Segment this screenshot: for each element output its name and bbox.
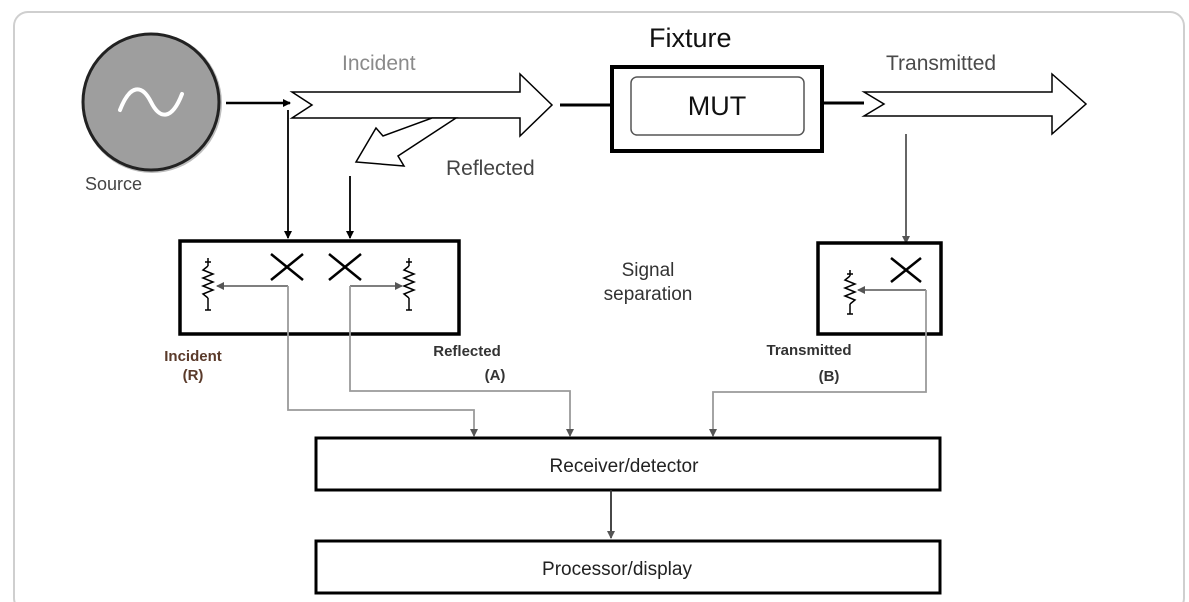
transmission-coupler-box (816, 241, 943, 336)
variable-resistor-icon (200, 258, 417, 311)
signal-separation-label-line1: Signal (622, 260, 675, 281)
processor-display-box (314, 539, 942, 595)
fixture-label: Fixture (649, 23, 732, 53)
incident-r-route (287, 286, 478, 437)
mut-box (630, 76, 805, 136)
mut-label: MUT (688, 91, 746, 121)
transmitted-label: Transmitted (886, 52, 996, 75)
incident-arrow (289, 72, 554, 138)
transmitted-b-label-line2: (B) (819, 368, 840, 385)
reflected-a-label-line1: Reflected (433, 343, 501, 360)
outer-frame (13, 11, 1185, 602)
source-label: Source (85, 174, 142, 194)
reflectometer-coupler-box (178, 239, 461, 336)
processor-display-label: Processor/display (542, 559, 692, 580)
receiver-detector-label: Receiver/detector (550, 456, 700, 477)
reflected-label: Reflected (446, 157, 535, 180)
transmitted-b-label-line1: Transmitted (766, 342, 851, 359)
incident-r-label-line2: (R) (183, 367, 204, 384)
reflected-a-route (349, 286, 574, 437)
transmitted-arrow (861, 72, 1088, 136)
directional-coupler-x-icon (270, 253, 362, 281)
directional-coupler-x-icon (890, 257, 922, 283)
reflected-arrow (354, 117, 459, 167)
incident-r-label-line1: Incident (164, 348, 222, 365)
reflected-a-label-line2: (A) (485, 367, 506, 384)
transmitted-b-route (709, 290, 927, 437)
variable-resistor-icon (842, 270, 858, 315)
signal-separation-label-line2: separation (604, 284, 693, 305)
source-icon (81, 32, 222, 173)
receiver-detector-box (314, 436, 942, 492)
incident-label: Incident (342, 52, 416, 75)
